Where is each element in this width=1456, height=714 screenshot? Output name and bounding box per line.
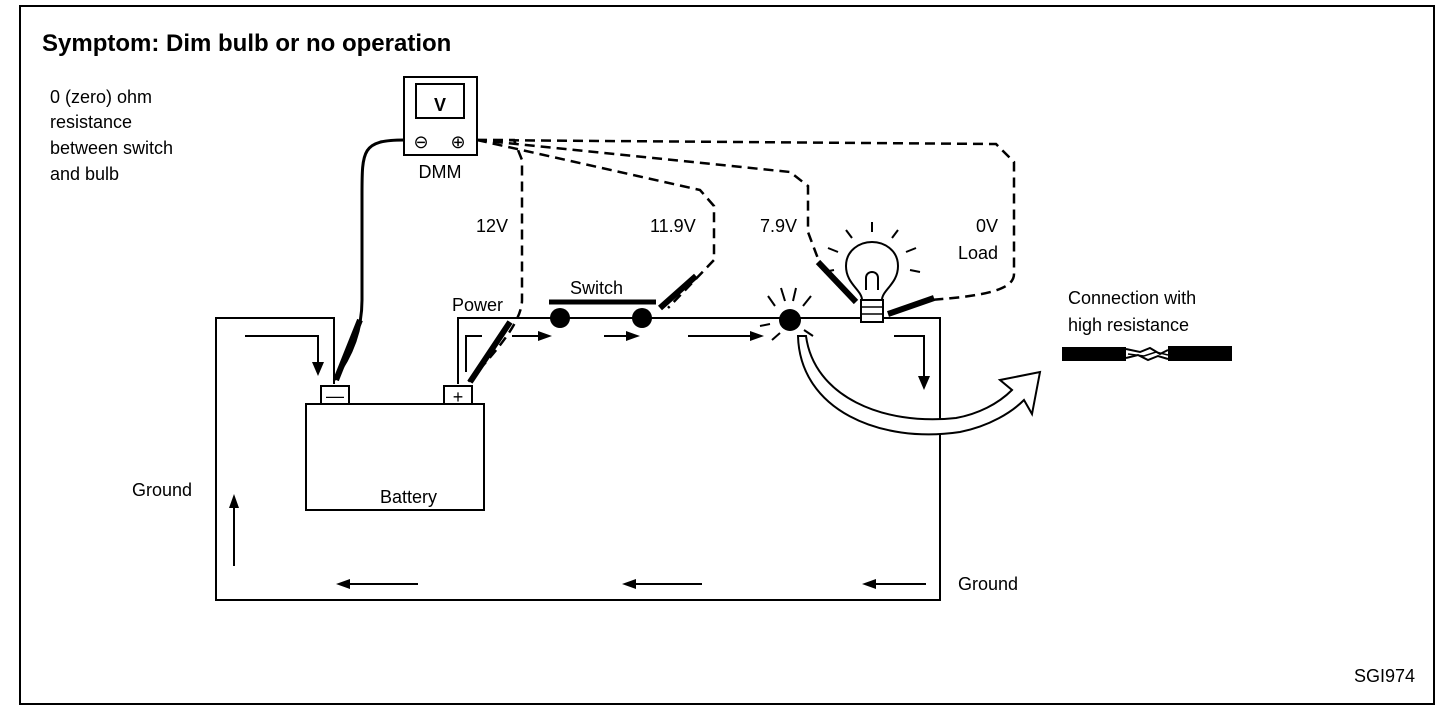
reading-7-9v: 7.9V xyxy=(760,216,797,236)
reading-12v: 12V xyxy=(476,216,508,236)
lead-0v xyxy=(476,138,1016,302)
load-label: Load xyxy=(958,243,998,263)
reading-0v: 0V xyxy=(976,216,998,236)
arrow-icon xyxy=(894,335,930,390)
note-line: 0 (zero) ohm xyxy=(50,87,152,107)
battery-negative-post xyxy=(320,385,350,405)
minus-terminal-icon: ⊖ xyxy=(413,132,428,152)
diagram-title: Symptom: Dim bulb or no operation xyxy=(42,30,451,57)
arrow-icon xyxy=(604,331,640,341)
callout-arrow-icon xyxy=(796,335,1042,436)
note-line: and bulb xyxy=(50,164,119,184)
negative-post-sign: — xyxy=(326,386,344,406)
battery-positive-post xyxy=(443,385,473,405)
bulb-filament xyxy=(865,271,879,290)
reading-11-9v: 11.9V xyxy=(650,216,696,236)
battery-label: Battery xyxy=(380,487,437,507)
switch-label: Switch xyxy=(570,278,623,298)
switch-contact-left xyxy=(550,308,570,328)
light-bulb xyxy=(823,222,921,323)
lead-11-9v xyxy=(476,138,716,309)
light-rays-icon xyxy=(823,222,921,273)
frayed-wire-icon xyxy=(1062,346,1232,362)
spark-icon xyxy=(759,287,820,341)
arrow-icon xyxy=(688,331,764,341)
arrow-icon xyxy=(336,579,418,589)
plus-terminal-icon: ⊕ xyxy=(450,132,465,152)
power-label: Power xyxy=(452,295,503,315)
arrow-icon xyxy=(622,579,702,589)
probe-tip xyxy=(887,295,935,317)
note-line: resistance xyxy=(50,112,132,132)
positive-post-sign: + xyxy=(453,387,464,407)
resistance-note: 0 (zero) ohm resistance between switch a… xyxy=(50,87,173,184)
switch-contact-right xyxy=(632,308,652,328)
dmm-meter: V ⊖ ⊕ DMM xyxy=(403,76,478,182)
probe-tip xyxy=(815,259,859,305)
battery-body xyxy=(305,403,485,511)
probe-tip xyxy=(467,320,513,384)
dmm-display xyxy=(415,83,465,119)
callout-text-line1: Connection with xyxy=(1068,288,1196,308)
dmm-leads xyxy=(332,138,1016,385)
note-line: between switch xyxy=(50,138,173,158)
ground-label-bottom: Ground xyxy=(958,574,1018,594)
bad-connection xyxy=(759,287,820,341)
arrow-icon xyxy=(465,331,552,372)
arrow-icon xyxy=(245,335,324,376)
volt-symbol: V xyxy=(434,95,446,115)
connection-dot xyxy=(779,309,801,331)
probe-tip xyxy=(333,318,363,382)
arrow-icon xyxy=(229,494,239,566)
callout-text-line2: high resistance xyxy=(1068,315,1189,335)
figure-frame xyxy=(19,5,1435,705)
ground-label-left: Ground xyxy=(132,480,192,500)
arrow-icon xyxy=(862,579,926,589)
negative-lead xyxy=(332,138,405,381)
probe-tip xyxy=(658,273,698,311)
battery: — + Battery xyxy=(305,385,485,511)
figure-id: SGI974 xyxy=(1354,666,1415,686)
circuit-wires xyxy=(215,317,941,601)
dmm-label: DMM xyxy=(419,162,462,182)
bulb-base xyxy=(860,299,884,323)
switch: Switch xyxy=(549,278,656,328)
current-flow-arrows xyxy=(229,331,930,589)
